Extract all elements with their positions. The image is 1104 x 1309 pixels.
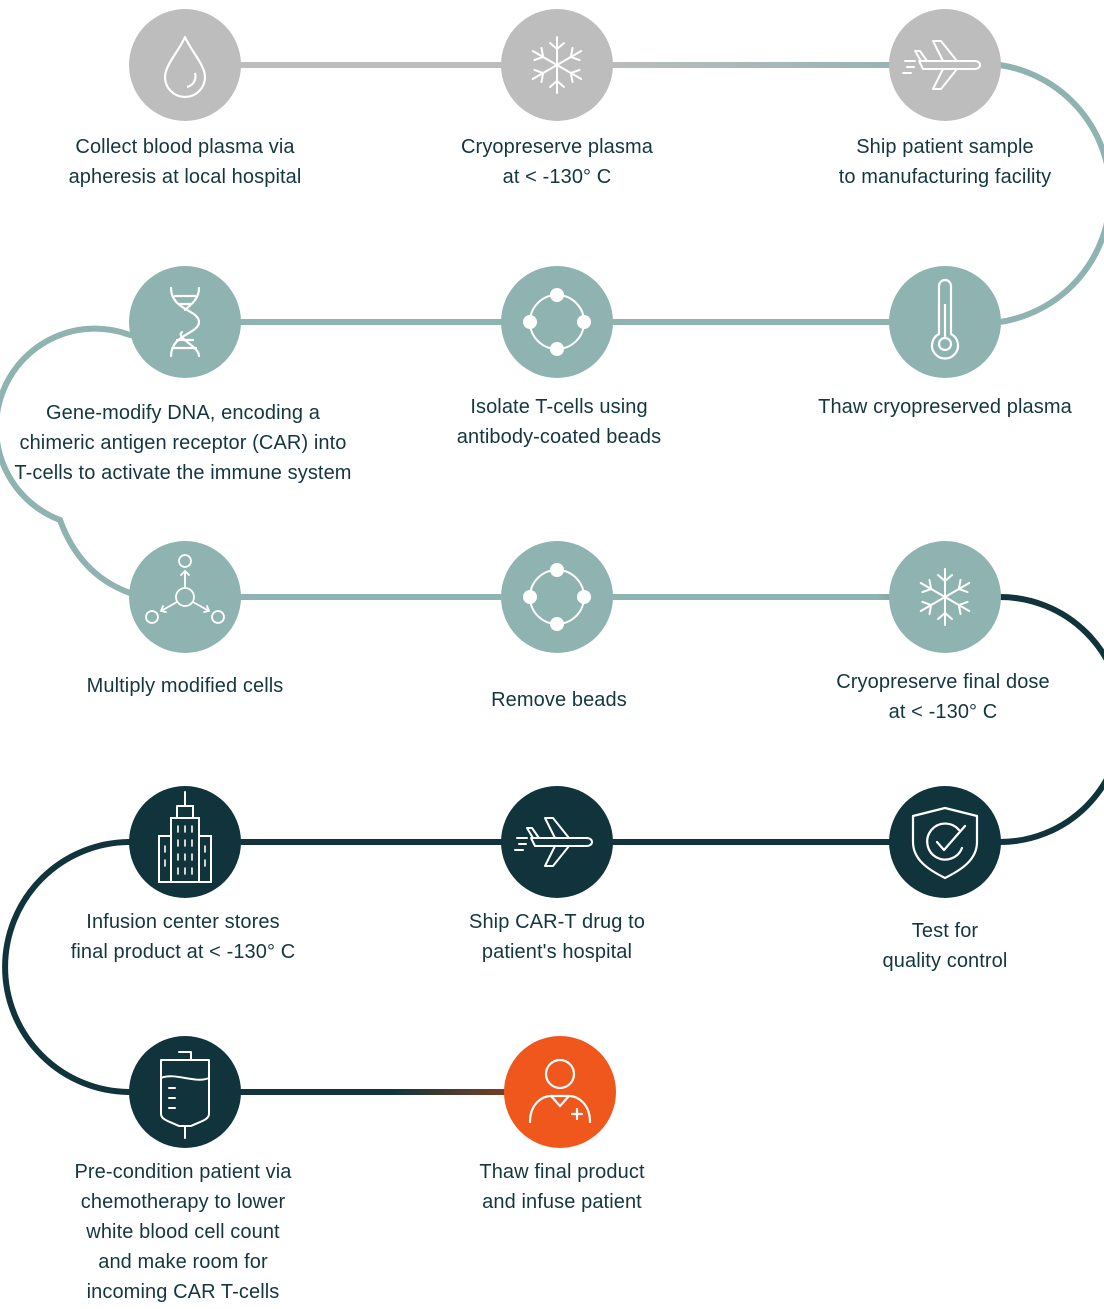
label-line: Infusion center stores <box>86 911 280 933</box>
step-cryopreserve-dose <box>889 541 1001 653</box>
label-line: Pre-condition patient via <box>74 1161 292 1183</box>
label-line: Multiply modified cells <box>86 675 284 697</box>
label-line: Gene-modify DNA, encoding a <box>46 402 320 424</box>
airplane-icon <box>902 40 981 90</box>
label-line: Thaw final product <box>479 1161 645 1183</box>
label-remove-beads: Remove beads <box>409 685 709 715</box>
step-pre-condition <box>129 1036 241 1148</box>
label-infusion-center: Infusion center stores final product at … <box>33 907 333 967</box>
label-line: and infuse patient <box>482 1191 642 1213</box>
label-line: Collect blood plasma via <box>75 136 295 158</box>
node-circle <box>129 1036 241 1148</box>
shield-check-icon <box>911 806 979 880</box>
dna-icon <box>169 286 201 358</box>
patient-icon <box>528 1058 592 1124</box>
step-thaw-plasma <box>889 266 1001 378</box>
label-line: to manufacturing facility <box>838 166 1052 188</box>
thermometer-icon <box>930 278 960 360</box>
label-line: Remove beads <box>491 689 627 711</box>
step-isolate-tcells <box>501 266 613 378</box>
node-circle <box>129 541 241 653</box>
label-line: antibody-coated beads <box>456 426 662 448</box>
label-line: T-cells to activate the immune system <box>14 462 352 484</box>
step-cryopreserve-plasma <box>501 9 613 121</box>
node-circle <box>889 786 1001 898</box>
node-circle <box>501 786 613 898</box>
step-ship-sample <box>889 9 1001 121</box>
path-curve-right-1 <box>997 62 1104 325</box>
label-thaw-plasma: Thaw cryopreserved plasma <box>795 392 1095 422</box>
step-gene-modify <box>129 266 241 378</box>
step-ship-drug <box>501 786 613 898</box>
path-curve-left-1 <box>0 325 133 523</box>
label-line: at < -130° C <box>502 166 612 188</box>
step-quality-control <box>889 786 1001 898</box>
node-circle <box>889 9 1001 121</box>
step-infusion-center <box>129 786 241 898</box>
label-line: final product at < -130° C <box>70 941 296 963</box>
node-circle <box>129 266 241 378</box>
step-multiply-cells <box>129 541 241 653</box>
label-line: Cryopreserve plasma <box>461 136 653 158</box>
beads-icon <box>523 563 591 631</box>
label-pre-condition: Pre-condition patient via chemotherapy t… <box>33 1157 333 1307</box>
label-cryopreserve-dose: Cryopreserve final dose at < -130° C <box>793 667 1093 727</box>
label-line: white blood cell count <box>86 1221 280 1243</box>
snowflake-icon <box>531 36 583 94</box>
path-curve-left-2 <box>2 839 133 1095</box>
step-nodes <box>129 9 1001 1148</box>
label-line: chimeric antigen receptor (CAR) into <box>19 432 347 454</box>
snowflake-icon <box>919 568 971 626</box>
drop-icon <box>163 35 207 99</box>
label-quality-control: Test for quality control <box>795 916 1095 976</box>
path-curve-left-1b <box>57 517 133 596</box>
label-collect-plasma: Collect blood plasma via apheresis at lo… <box>35 132 335 192</box>
label-line: Ship patient sample <box>856 136 1034 158</box>
multiply-cells-icon <box>145 554 225 624</box>
node-circle <box>129 9 241 121</box>
label-line: incoming CAR T-cells <box>86 1281 280 1303</box>
node-circle <box>504 1036 616 1148</box>
label-line: quality control <box>882 950 1008 972</box>
beads-icon <box>523 288 591 356</box>
label-ship-sample: Ship patient sample to manufacturing fac… <box>795 132 1095 192</box>
label-line: and make room for <box>98 1251 268 1273</box>
label-gene-modify: Gene-modify DNA, encoding a chimeric ant… <box>0 398 366 488</box>
label-isolate-tcells: Isolate T-cells using antibody-coated be… <box>409 392 709 452</box>
label-line: Thaw cryopreserved plasma <box>818 396 1072 418</box>
airplane-icon <box>514 817 593 867</box>
label-thaw-infuse: Thaw final product and infuse patient <box>412 1157 712 1217</box>
label-multiply-cells: Multiply modified cells <box>35 671 335 701</box>
step-thaw-infuse <box>504 1036 616 1148</box>
label-line: chemotherapy to lower <box>80 1191 286 1213</box>
step-remove-beads <box>501 541 613 653</box>
node-circle <box>501 266 613 378</box>
label-line: Test for <box>911 920 979 942</box>
label-line: Isolate T-cells using <box>470 396 648 418</box>
label-cryopreserve-plasma: Cryopreserve plasma at < -130° C <box>407 132 707 192</box>
label-ship-drug: Ship CAR-T drug to patient's hospital <box>407 907 707 967</box>
label-line: at < -130° C <box>888 701 998 723</box>
path-curve-right-2 <box>997 594 1104 845</box>
building-icon <box>158 791 212 883</box>
step-collect-plasma <box>129 9 241 121</box>
label-line: Ship CAR-T drug to <box>469 911 645 933</box>
node-circle <box>501 541 613 653</box>
label-line: Cryopreserve final dose <box>836 671 1050 693</box>
iv-bag-icon <box>160 1051 210 1139</box>
label-line: apheresis at local hospital <box>68 166 302 188</box>
label-line: patient's hospital <box>481 941 633 963</box>
